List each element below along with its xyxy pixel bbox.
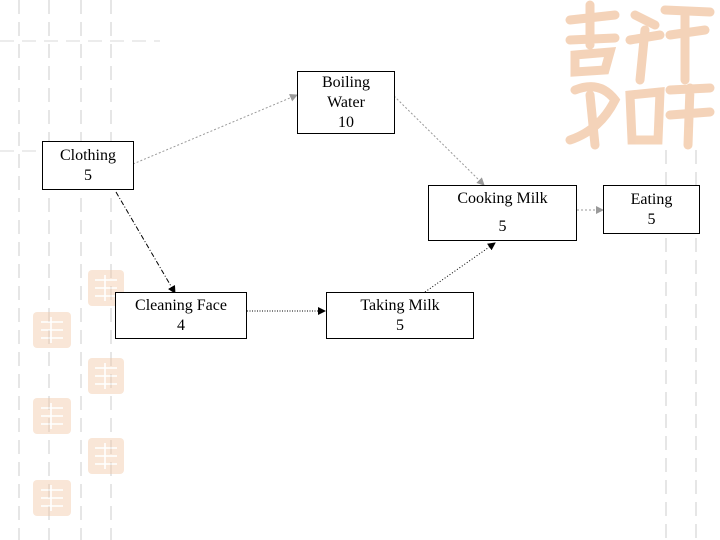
node-label: Cooking Milk <box>457 190 548 207</box>
stamp-seal-icon <box>88 358 124 394</box>
stamp-seal-icon <box>88 438 124 474</box>
node-duration: 10 <box>338 113 354 131</box>
edge-taking-milk-to-cooking-milk <box>424 242 496 293</box>
node-cooking-milk: Cooking Milk 5 <box>428 185 577 241</box>
calligraphy-seal-icon <box>560 0 720 150</box>
background-guide-line <box>695 150 697 540</box>
stamp-seal-icon <box>33 312 71 348</box>
edge-clothing-to-boiling-water <box>132 94 298 165</box>
background-guide-line <box>18 0 20 540</box>
node-label: Eating <box>630 190 673 208</box>
node-clothing: Clothing 5 <box>42 141 134 190</box>
edge-clothing-to-cleaning-face <box>115 191 176 294</box>
node-duration: 5 <box>647 210 656 228</box>
node-duration: 5 <box>396 316 404 334</box>
background-guide-line <box>48 0 50 540</box>
node-label: Clothing <box>59 146 116 164</box>
node-label: Boiling <box>321 73 370 91</box>
background-guide-line <box>80 0 82 540</box>
edge-boiling-water-to-cooking-milk <box>393 95 485 186</box>
node-label: Water <box>327 93 365 111</box>
background-guide-line <box>0 150 50 152</box>
stamp-seal-icon <box>33 480 71 516</box>
background-guide-line <box>110 0 112 540</box>
node-cleaning-face: Cleaning Face 4 <box>115 292 247 339</box>
stamp-seal-icon <box>33 398 71 434</box>
node-eating: Eating 5 <box>603 185 700 234</box>
node-duration: 4 <box>177 316 185 334</box>
node-duration: 5 <box>498 218 507 235</box>
node-boiling-water: Boiling Water 10 <box>297 71 395 134</box>
node-taking-milk: Taking Milk 5 <box>326 292 474 339</box>
node-duration: 5 <box>84 166 92 184</box>
node-label: Cleaning Face <box>135 296 227 314</box>
node-label: Taking Milk <box>360 296 440 314</box>
background-guide-line <box>0 40 160 42</box>
background-guide-line <box>665 150 667 540</box>
